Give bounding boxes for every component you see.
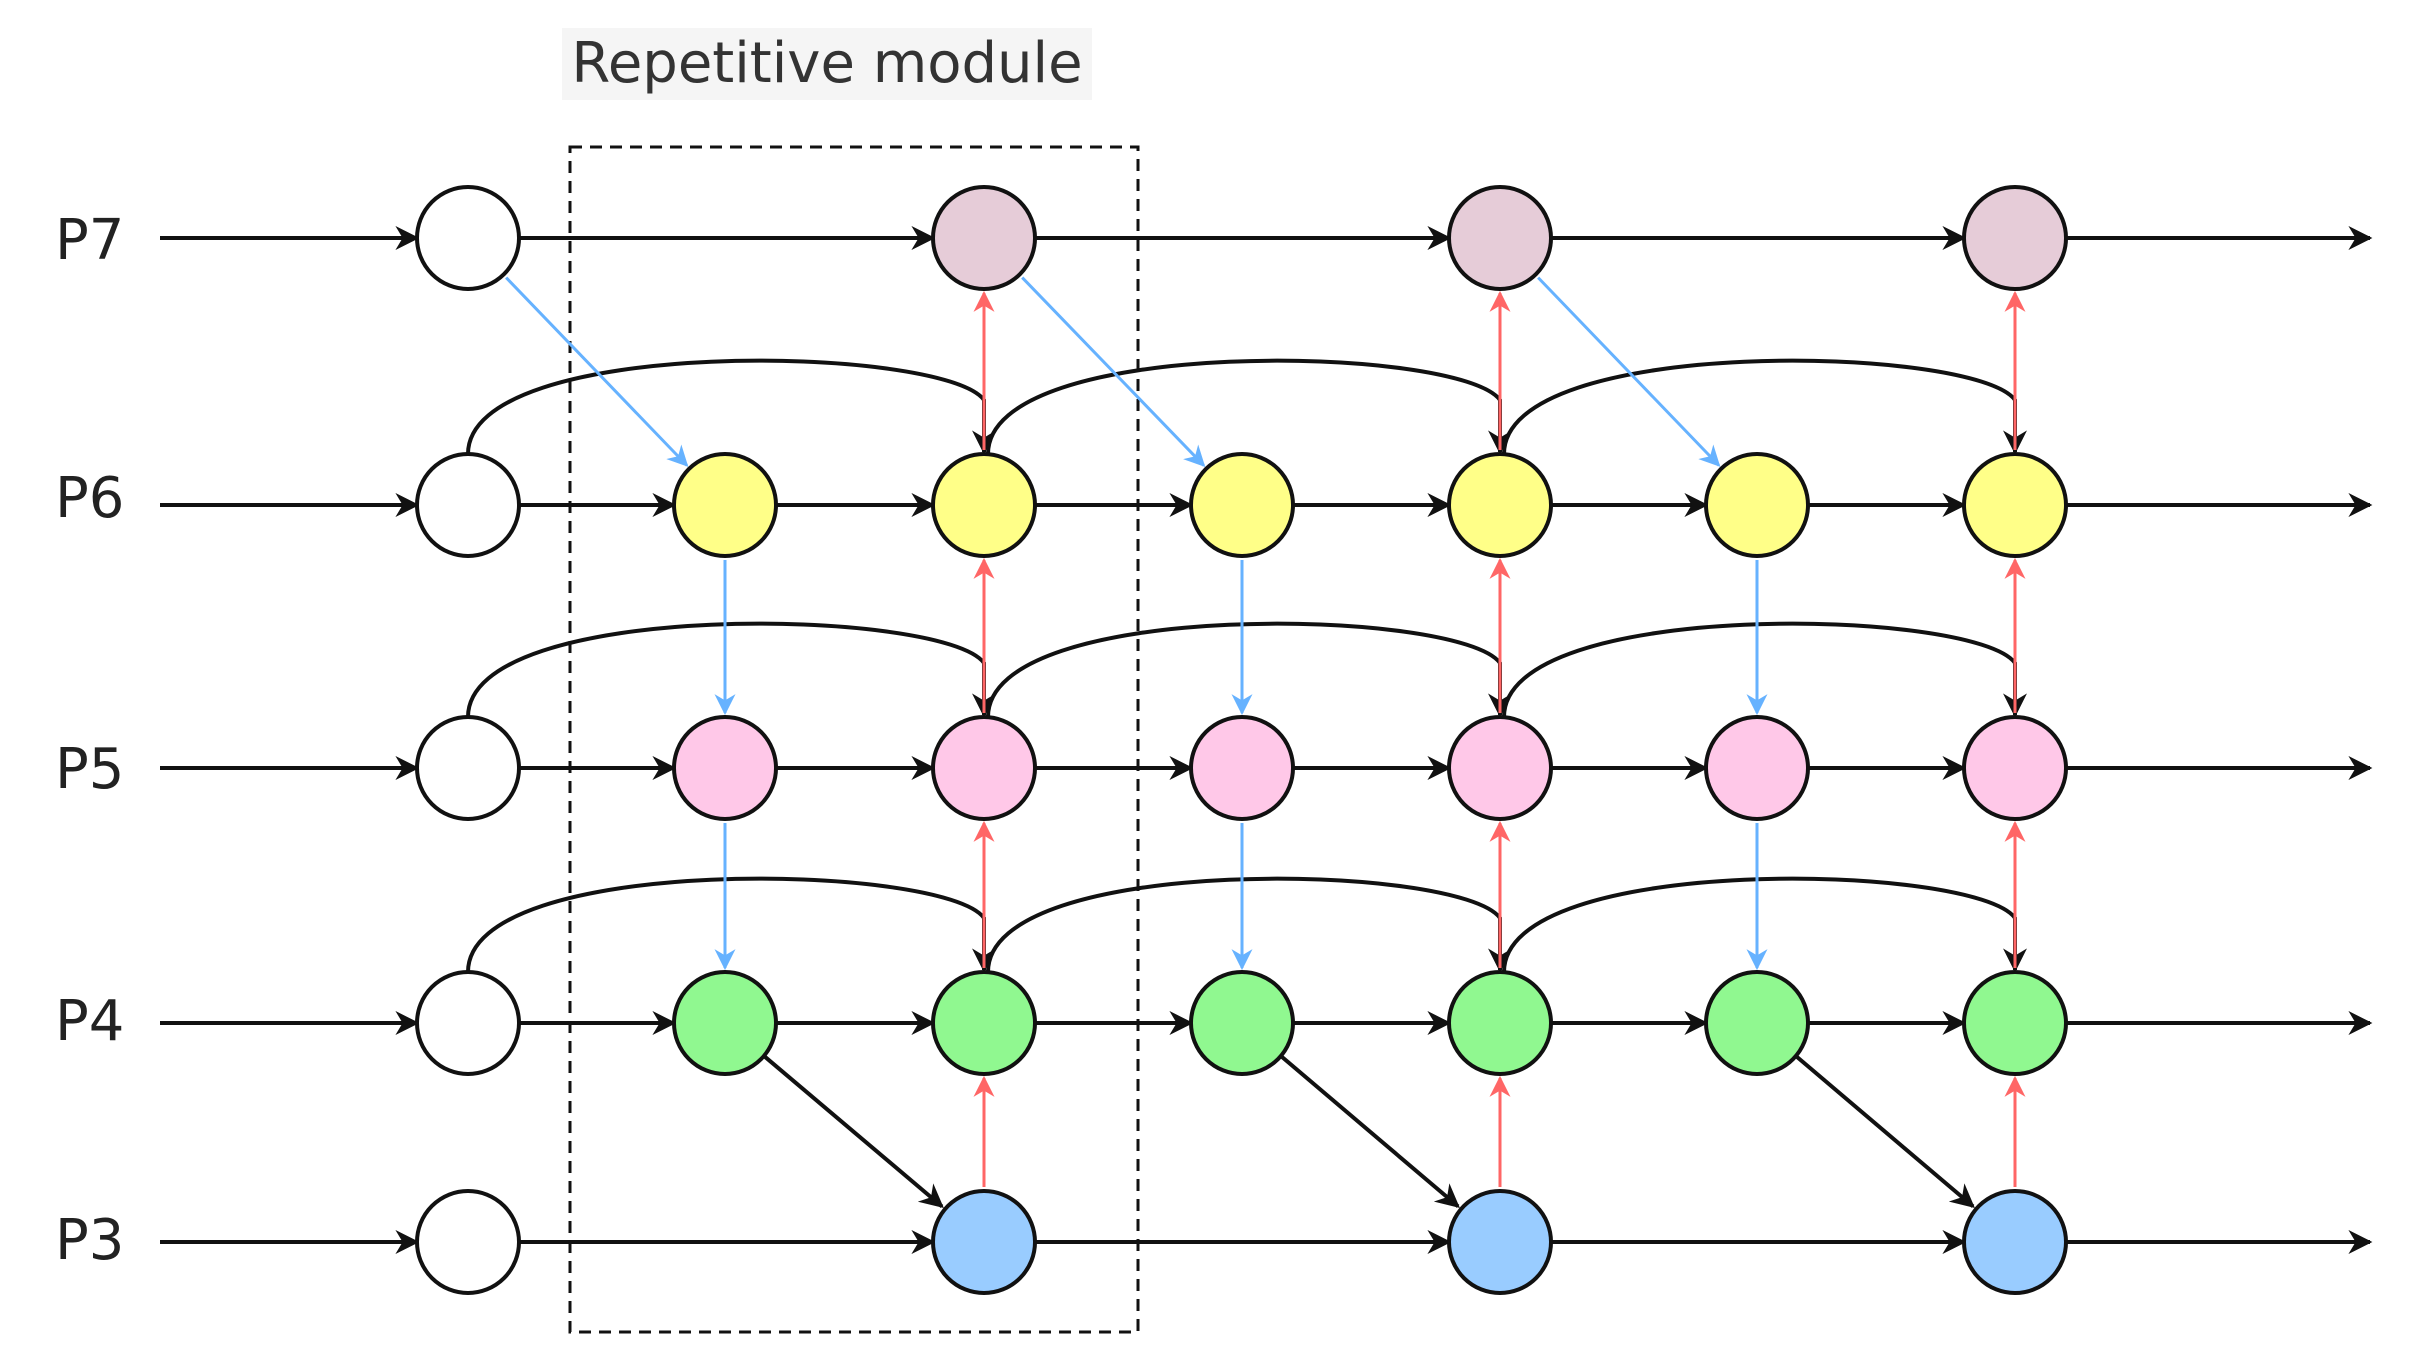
feature-node-p5 xyxy=(1962,715,2068,821)
feature-node-p6 xyxy=(931,452,1037,558)
skip-connection-p5 xyxy=(1502,621,2027,718)
level-label-p3: P3 xyxy=(55,1208,125,1273)
feature-node-p6 xyxy=(672,452,778,558)
feature-node-p4 xyxy=(1704,970,1810,1076)
input-node-p6 xyxy=(415,452,521,558)
feature-node-p5 xyxy=(672,715,778,821)
skip-connection-p6 xyxy=(986,358,1512,455)
feature-node-p4 xyxy=(1447,970,1553,1076)
skip-connection-p6 xyxy=(1502,358,2027,455)
feature-node-p4 xyxy=(1189,970,1295,1076)
feature-node-p5 xyxy=(931,715,1037,821)
feature-node-p3 xyxy=(931,1189,1037,1295)
feature-node-p3 xyxy=(1962,1189,2068,1295)
top-down-edge-p7-p6 xyxy=(1021,276,1206,467)
repetitive-module-box xyxy=(568,145,1140,1334)
down-edge-p4-p3 xyxy=(1794,1054,1975,1208)
feature-node-p6 xyxy=(1962,452,2068,558)
skip-connection-p4 xyxy=(986,876,1512,973)
down-edge-p4-p3 xyxy=(1279,1054,1460,1208)
feature-node-p5 xyxy=(1704,715,1810,821)
feature-node-p6 xyxy=(1704,452,1810,558)
level-label-p4: P4 xyxy=(55,989,125,1054)
feature-node-p5 xyxy=(1189,715,1295,821)
level-label-p5: P5 xyxy=(55,737,125,802)
feature-node-p3 xyxy=(1447,1189,1553,1295)
level-label-p7: P7 xyxy=(55,208,125,273)
feature-node-p6 xyxy=(1447,452,1553,558)
down-edge-p4-p3 xyxy=(762,1054,944,1209)
repetitive-module-title: Repetitive module xyxy=(562,28,1092,100)
feature-node-p4 xyxy=(1962,970,2068,1076)
skip-connection-p4 xyxy=(1502,876,2027,973)
input-node-p3 xyxy=(415,1189,521,1295)
level-label-p6: P6 xyxy=(55,466,125,531)
feature-node-p5 xyxy=(1447,715,1553,821)
feature-node-p7 xyxy=(931,185,1037,291)
input-node-p5 xyxy=(415,715,521,821)
feature-node-p4 xyxy=(931,970,1037,1076)
input-node-p4 xyxy=(415,970,521,1076)
top-down-edge-p7-p6 xyxy=(505,276,689,467)
skip-connection-p6 xyxy=(466,358,996,455)
feature-node-p7 xyxy=(1447,185,1553,291)
input-node-p7 xyxy=(415,185,521,291)
skip-connection-p5 xyxy=(986,621,1512,718)
feature-node-p7 xyxy=(1962,185,2068,291)
top-down-edge-p7-p6 xyxy=(1537,276,1721,467)
feature-node-p4 xyxy=(672,970,778,1076)
feature-node-p6 xyxy=(1189,452,1295,558)
